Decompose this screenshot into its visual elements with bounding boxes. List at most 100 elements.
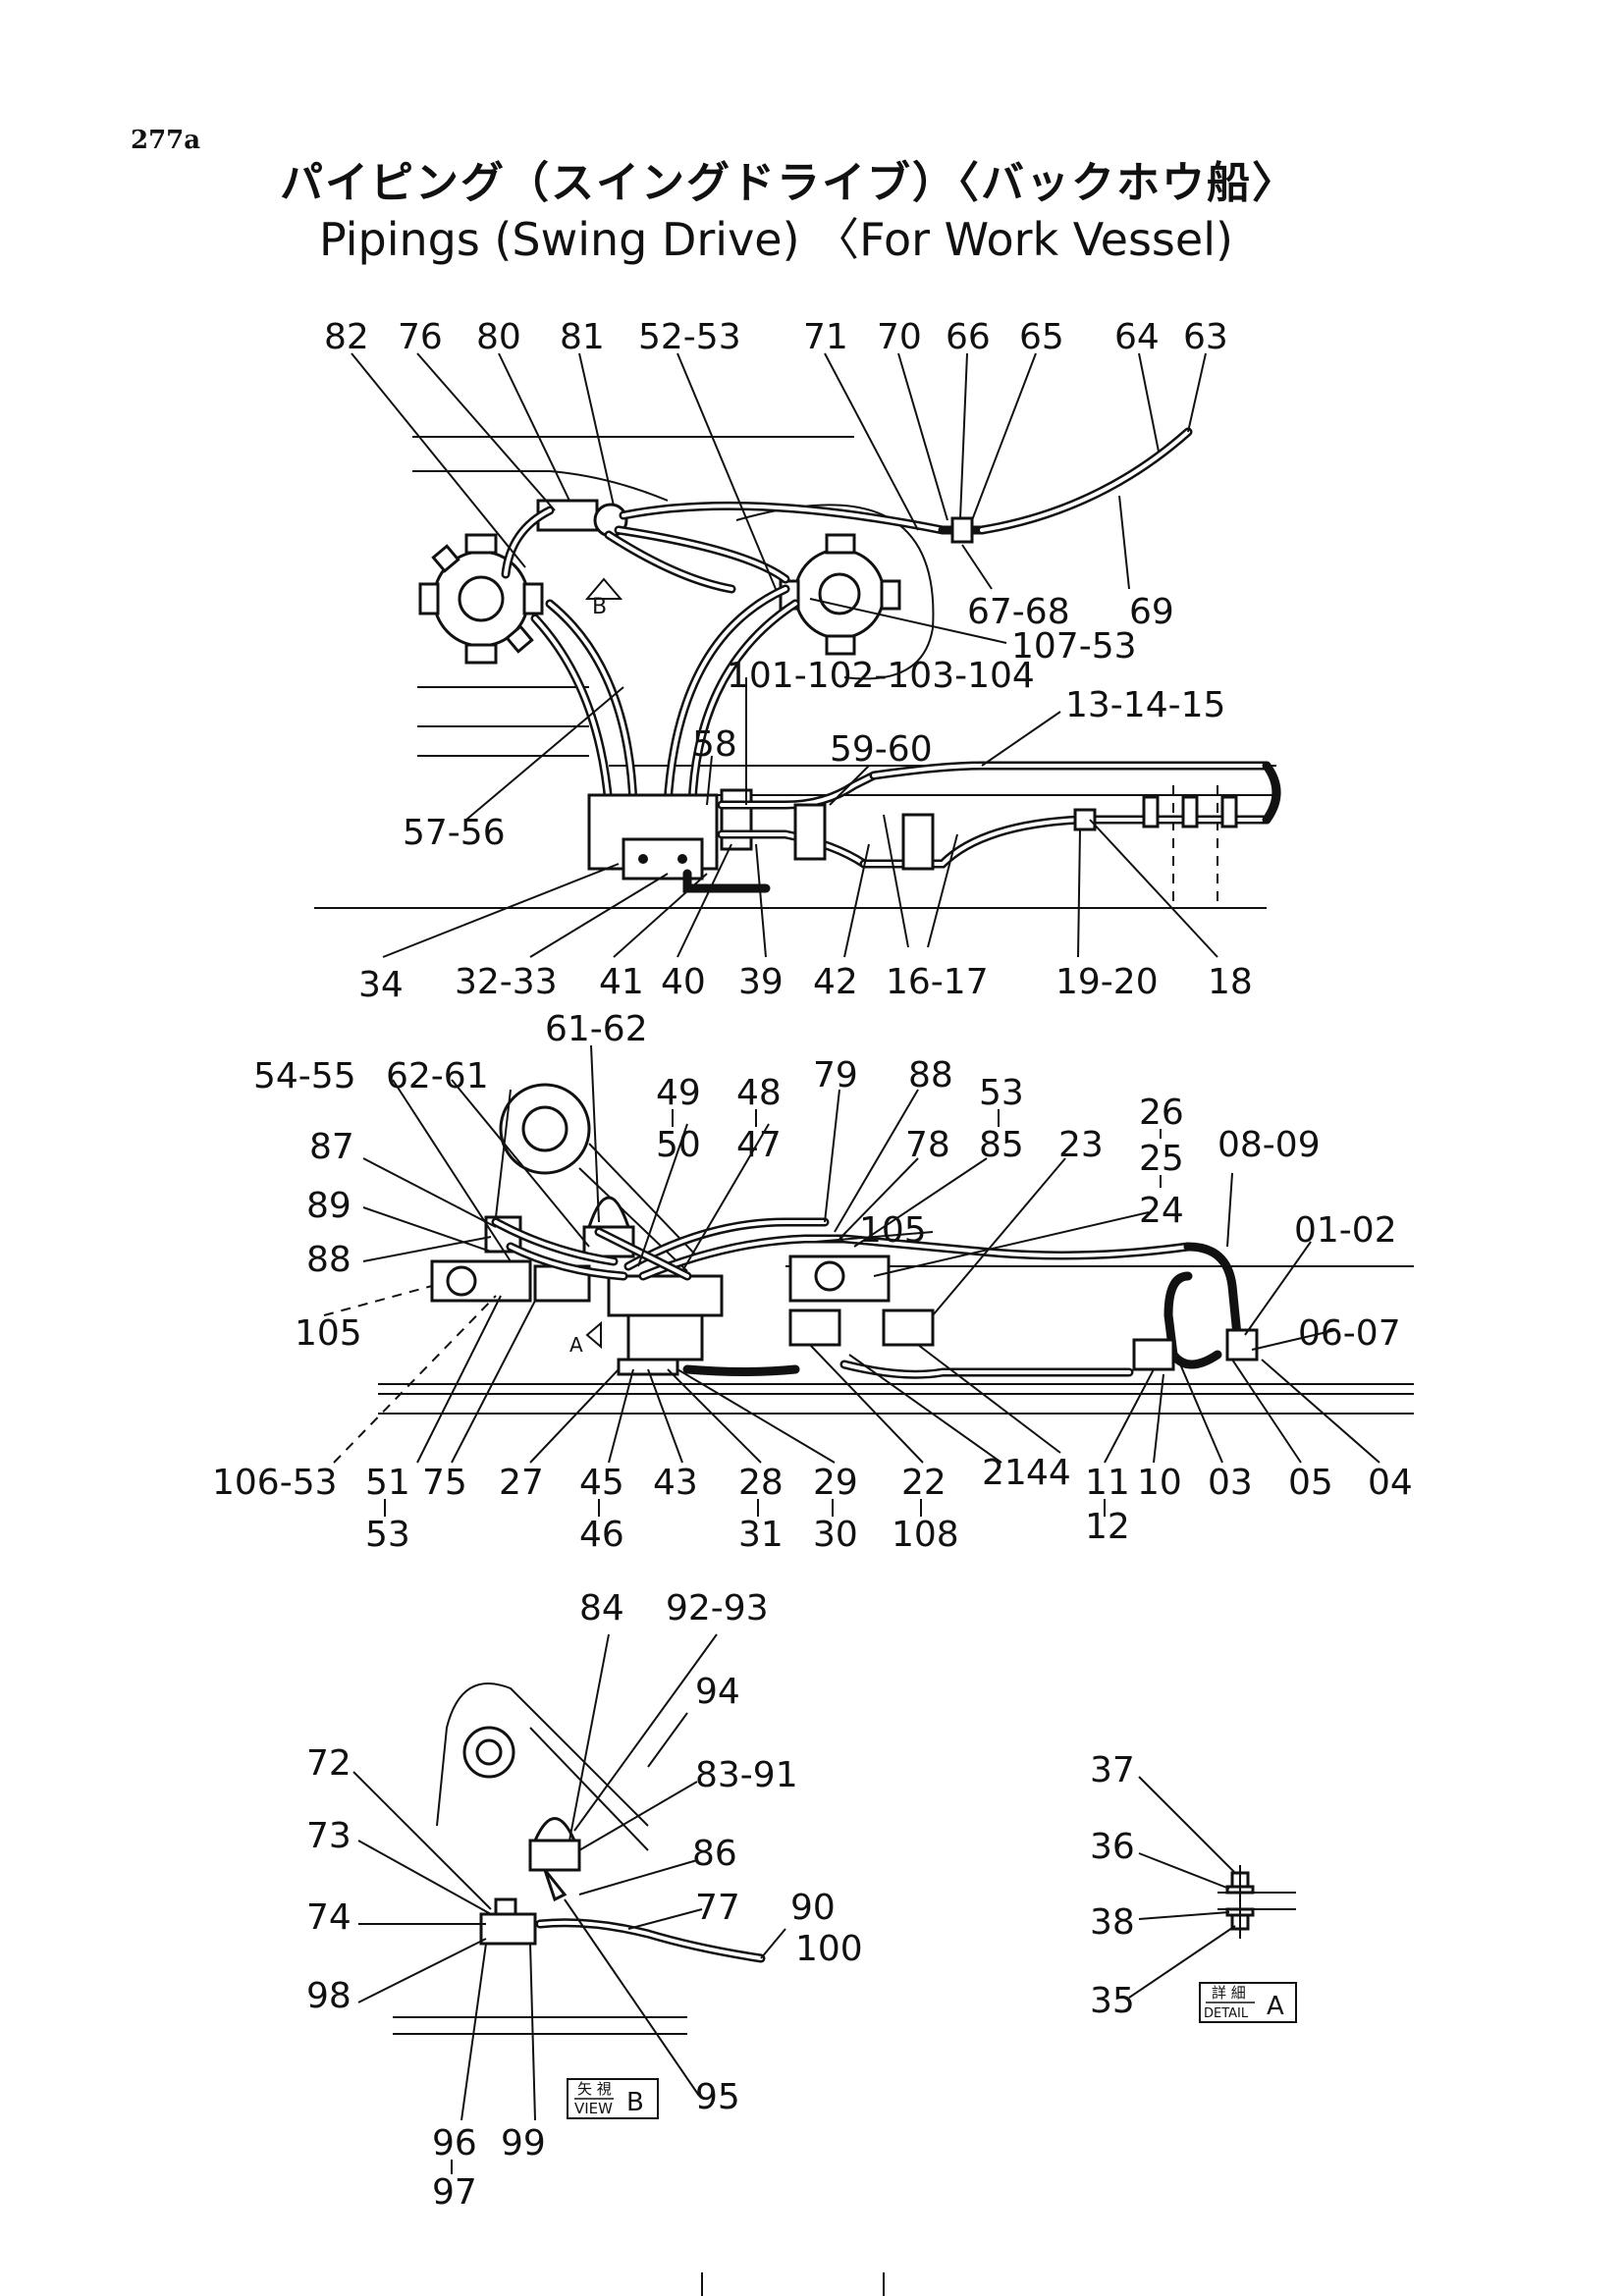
label-83-91: 83-91 xyxy=(695,1755,798,1795)
label-105-right: 105 xyxy=(859,1210,927,1251)
label-65: 65 xyxy=(1019,317,1064,357)
page-number: 277a xyxy=(131,126,201,155)
label-22: 22 xyxy=(901,1463,947,1503)
label-73: 73 xyxy=(306,1816,352,1856)
detail-caption-jp: 詳 細 xyxy=(1212,1984,1246,2002)
label-94: 94 xyxy=(695,1672,740,1712)
detail-a-leaders xyxy=(1128,1776,1236,1999)
label-54-55: 54-55 xyxy=(253,1056,356,1096)
label-84: 84 xyxy=(579,1588,624,1629)
label-28: 28 xyxy=(738,1463,784,1503)
label-50: 50 xyxy=(656,1125,701,1165)
label-105-left: 105 xyxy=(295,1313,362,1354)
label-47: 47 xyxy=(736,1125,782,1165)
label-74: 74 xyxy=(306,1897,352,1938)
label-99: 99 xyxy=(501,2123,546,2163)
label-76: 76 xyxy=(398,317,443,357)
label-30: 30 xyxy=(813,1515,858,1555)
label-41: 41 xyxy=(599,962,644,1002)
label-44: 44 xyxy=(1026,1453,1071,1493)
detail-caption-letter: A xyxy=(1267,1992,1284,2021)
label-05: 05 xyxy=(1288,1463,1333,1503)
label-97: 97 xyxy=(432,2172,477,2213)
label-75: 75 xyxy=(422,1463,467,1503)
label-26: 26 xyxy=(1139,1093,1184,1133)
label-53-top: 53 xyxy=(979,1073,1024,1113)
label-19-20: 19-20 xyxy=(1055,962,1159,1002)
label-66: 66 xyxy=(946,317,991,357)
label-77: 77 xyxy=(695,1888,740,1928)
label-39: 39 xyxy=(738,962,784,1002)
label-10: 10 xyxy=(1137,1463,1182,1503)
swing-motor-left xyxy=(418,533,544,665)
label-59-60: 59-60 xyxy=(830,729,933,770)
label-01-02: 01-02 xyxy=(1294,1210,1397,1251)
view2-leaders xyxy=(323,1044,1380,1464)
detail-caption-en: DETAIL xyxy=(1204,2006,1249,2021)
label-95: 95 xyxy=(695,2077,740,2117)
label-82: 82 xyxy=(324,317,369,357)
label-23: 23 xyxy=(1058,1125,1104,1165)
label-48: 48 xyxy=(736,1073,782,1113)
label-43: 43 xyxy=(653,1463,698,1503)
label-86: 86 xyxy=(692,1834,737,1874)
label-49: 49 xyxy=(656,1073,701,1113)
valve-block xyxy=(587,788,753,881)
label-78: 78 xyxy=(905,1125,950,1165)
label-31: 31 xyxy=(738,1515,784,1555)
label-100: 100 xyxy=(795,1929,863,1969)
label-27: 27 xyxy=(499,1463,544,1503)
swing-motor-right xyxy=(779,533,901,656)
label-40: 40 xyxy=(661,962,706,1002)
label-61-62: 61-62 xyxy=(545,1009,648,1049)
label-32-33: 32-33 xyxy=(455,962,558,1002)
label-45: 45 xyxy=(579,1463,624,1503)
label-21: 21 xyxy=(982,1453,1027,1493)
label-12: 12 xyxy=(1085,1507,1130,1547)
label-06-07: 06-07 xyxy=(1298,1313,1401,1354)
label-24: 24 xyxy=(1139,1191,1184,1231)
view-b-labels: 84 92-93 94 83-91 72 73 86 77 90 100 74 … xyxy=(306,1588,863,2213)
label-08-09: 08-09 xyxy=(1217,1125,1321,1165)
label-69: 69 xyxy=(1129,592,1174,632)
label-90: 90 xyxy=(790,1888,836,1928)
view-caption-en: VIEW xyxy=(574,2100,613,2117)
swing-drive-side-view: A xyxy=(378,1083,1414,1415)
label-62-61: 62-61 xyxy=(386,1056,489,1096)
label-96: 96 xyxy=(432,2123,477,2163)
label-35: 35 xyxy=(1090,1981,1135,2021)
label-98: 98 xyxy=(306,1976,352,2016)
detail-a-marker: A xyxy=(569,1333,583,1357)
label-87: 87 xyxy=(309,1127,354,1167)
label-89: 89 xyxy=(306,1186,352,1226)
label-79: 79 xyxy=(813,1055,858,1095)
label-29: 29 xyxy=(813,1463,858,1503)
title-english: Pipings (Swing Drive) 〈For Work Vessel) xyxy=(319,213,1233,266)
label-67-68: 67-68 xyxy=(967,592,1070,632)
label-71: 71 xyxy=(803,317,848,357)
detail-a-drawing xyxy=(1217,1865,1296,1939)
label-42: 42 xyxy=(813,962,858,1002)
view2-labels: 61-62 54-55 62-61 49 50 48 47 79 88 53 7… xyxy=(212,1009,1413,1555)
label-36: 36 xyxy=(1090,1827,1135,1867)
label-34: 34 xyxy=(358,965,404,1005)
label-85: 85 xyxy=(979,1125,1024,1165)
label-70: 70 xyxy=(877,317,922,357)
view-b-drawing xyxy=(393,1682,786,2035)
label-51: 51 xyxy=(365,1463,410,1503)
title-japanese: パイピング（スイングドライブ）〈バックホウ船〉 xyxy=(280,158,1297,208)
view-b-leaders xyxy=(352,1633,718,2121)
label-13-15: 13-14-15 xyxy=(1065,685,1225,725)
label-38: 38 xyxy=(1090,1902,1135,1943)
label-03: 03 xyxy=(1208,1463,1253,1503)
label-18: 18 xyxy=(1208,962,1253,1002)
swing-drive-top-view: B xyxy=(314,427,1281,909)
label-64: 64 xyxy=(1114,317,1160,357)
view-caption-jp: 矢 視 xyxy=(577,2080,612,2098)
view1-leaders xyxy=(351,352,1218,958)
label-92-93: 92-93 xyxy=(666,1588,769,1629)
label-16-17: 16-17 xyxy=(886,962,989,1002)
detail-a-caption: 詳 細 DETAIL A xyxy=(1199,1982,1297,2023)
label-63: 63 xyxy=(1183,317,1228,357)
